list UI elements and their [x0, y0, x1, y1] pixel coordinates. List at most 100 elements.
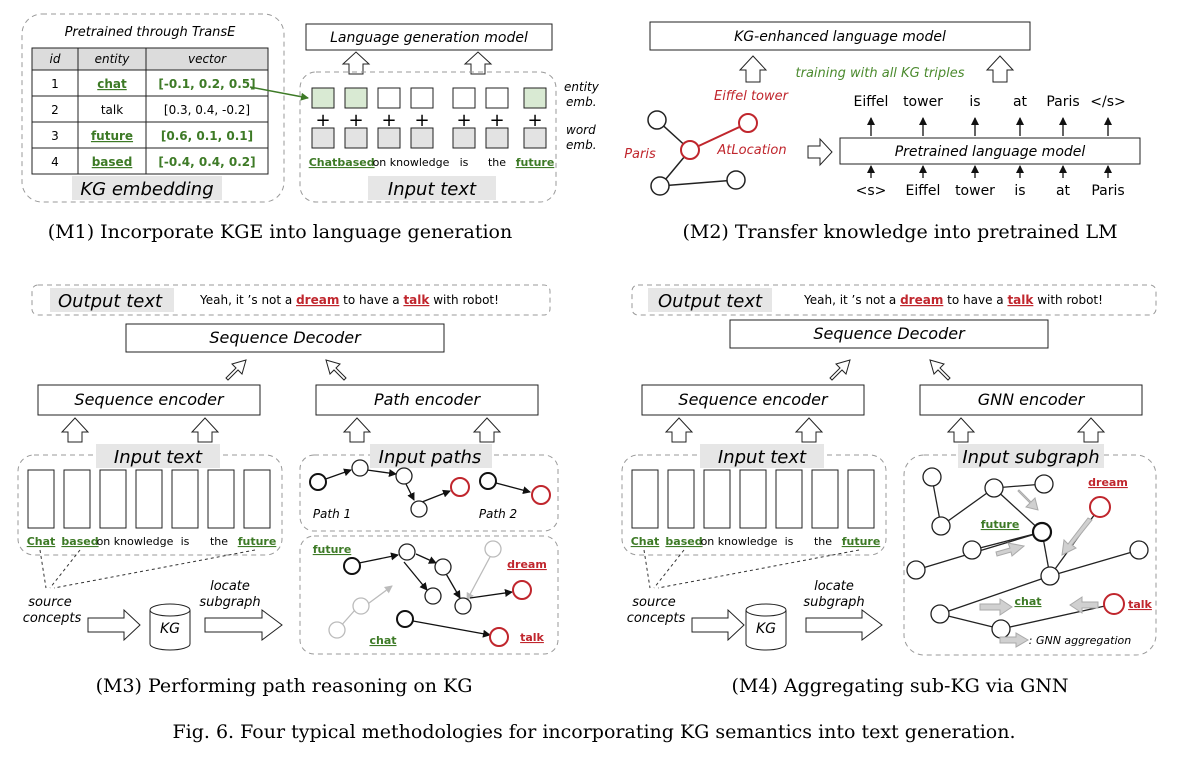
m3-kg-label: KG — [160, 621, 180, 637]
m2-out-token: Paris — [1046, 94, 1079, 110]
m3-token-the: the — [210, 535, 228, 548]
m3-token-on-knowledge: on knowledge — [97, 535, 174, 548]
m4-chat-label: chat — [1014, 595, 1041, 608]
m1-entity-table: id entity vector 1 chat [-0.1, 0.2, 0.5]… — [31, 47, 269, 175]
m1-row-vector: [0.6, 0.1, 0.1] — [161, 129, 253, 143]
m4-input-label-bg — [700, 444, 824, 468]
m4-token-based: based — [665, 535, 702, 548]
m1-kg-embedding-label: KG embedding — [80, 179, 213, 200]
m1-mapping-arrow — [249, 86, 309, 101]
m1-entity-emb-label: entity — [564, 80, 600, 94]
m2-kg-graph — [647, 110, 758, 196]
m2-in-token: <s> — [856, 183, 887, 199]
m1-header-entity: entity — [95, 52, 131, 66]
m2-output-arrows — [867, 117, 1112, 136]
m3-block-arrow — [204, 609, 283, 641]
m1-row-id: 4 — [51, 155, 59, 169]
m3-token-chat: Chat — [27, 535, 56, 548]
m3-block-arrow — [87, 608, 141, 642]
m1-word-emb-label: word — [566, 123, 596, 137]
m4-output-frame — [631, 284, 1157, 316]
m4-diag-arrow — [829, 359, 851, 381]
m4-input-text-frame — [621, 454, 887, 556]
m1-row-entity: future — [91, 129, 133, 143]
m4-output-label-bg — [648, 288, 772, 312]
m3-input-text-frame — [17, 454, 283, 556]
m3-up-arrow — [190, 417, 220, 443]
svg-text:+: + — [456, 110, 471, 131]
m1-token-future: future — [516, 156, 555, 169]
m3-diag-arrow — [325, 359, 347, 381]
m1-row-id: 1 — [51, 77, 59, 91]
m2-pretrained-lm-box — [839, 137, 1141, 165]
m1-row-entity: chat — [97, 77, 127, 91]
m1-header-vector: vector — [188, 52, 227, 66]
m4-input-subgraph-label-bg — [958, 444, 1104, 468]
m4-block-arrow — [805, 609, 883, 641]
m3-future-label: future — [313, 543, 352, 556]
m1-lang-gen-model-label: Language generation model — [330, 30, 528, 46]
m3-input-text-label: Input text — [114, 447, 203, 468]
m1-row-id: 3 — [51, 129, 59, 143]
m2-pretrained-lm-label: Pretrained language model — [895, 144, 1086, 160]
m1-token-the: the — [488, 156, 506, 169]
m1-row-vector: [-0.1, 0.2, 0.5] — [158, 77, 255, 91]
m4-source-links — [643, 549, 860, 589]
m4-token-on-knowledge: on knowledge — [701, 535, 778, 548]
m3-output-label: Output text — [58, 291, 163, 312]
m1-embedding-grid: + + + + + + + — [311, 87, 547, 149]
m3-seq-encoder-label: Sequence encoder — [74, 390, 225, 409]
m4-up-arrow — [664, 417, 694, 443]
m1-entity-emb-label: emb. — [566, 95, 597, 109]
svg-text:+: + — [527, 110, 542, 131]
m2-up-arrow — [985, 55, 1015, 83]
svg-text:+: + — [348, 110, 363, 131]
m4-locate-label: subgraph — [803, 595, 864, 610]
m2-up-arrow — [738, 55, 768, 83]
m1-panel: Pretrained through TransE id entity vect… — [21, 13, 600, 243]
m1-kg-embedding-frame — [21, 13, 285, 203]
m3-subgraph-frame — [299, 535, 559, 655]
m2-in-token: Eiffel — [906, 183, 941, 199]
m4-input-subgraph-label: Input subgraph — [962, 447, 1099, 468]
m3-input-paths-label-bg — [370, 444, 492, 468]
m4-output-text: Yeah, it ’s not a dream to have a talk w… — [803, 293, 1103, 307]
m4-gnn-encoder-label: GNN encoder — [978, 390, 1086, 409]
m3-source-label: source — [28, 595, 71, 610]
m2-in-token: is — [1014, 183, 1025, 199]
m3-output-frame — [31, 284, 551, 316]
m1-input-text-label: Input text — [388, 179, 477, 200]
m4-up-arrow — [1076, 417, 1106, 443]
m4-diag-arrow — [929, 359, 951, 381]
m2-right-arrow — [807, 137, 833, 167]
m3-output-text: Yeah, it ’s not a dream to have a talk w… — [199, 293, 499, 307]
m4-dream-label: dream — [1088, 476, 1128, 489]
m1-row-vector: [-0.4, 0.4, 0.2] — [158, 155, 255, 169]
m1-token-chat: Chat — [309, 156, 338, 169]
m1-header-id: id — [50, 52, 61, 66]
m3-talk-label: talk — [520, 631, 544, 644]
m2-panel: KG-enhanced language model training with… — [624, 21, 1141, 243]
m4-block-arrow — [691, 608, 745, 642]
m4-token-the: the — [814, 535, 832, 548]
m4-source-label: source — [632, 595, 675, 610]
m4-gnn-encoder-box — [919, 384, 1143, 416]
m1-input-label-bg — [368, 176, 496, 200]
m3-panel: Output text Yeah, it ’s not a dream to h… — [17, 284, 559, 697]
m3-seq-decoder-box — [125, 323, 445, 353]
m3-dream-label: dream — [507, 558, 547, 571]
m1-up-arrow — [463, 51, 493, 75]
m3-token-is: is — [181, 535, 190, 548]
m3-output-label-bg — [50, 288, 174, 312]
m4-output-label: Output text — [658, 291, 763, 312]
m3-token-based: based — [61, 535, 98, 548]
m4-seq-encoder-label: Sequence encoder — [678, 390, 829, 409]
m1-row-entity: talk — [101, 103, 123, 117]
m1-row-vector: [0.3, 0.4, -0.2] — [164, 103, 250, 117]
m2-out-token: </s> — [1090, 94, 1125, 110]
m1-lang-gen-model-box — [305, 23, 553, 51]
m3-chat-label: chat — [369, 634, 396, 647]
m4-token-future: future — [842, 535, 881, 548]
m3-source-links — [39, 549, 256, 589]
